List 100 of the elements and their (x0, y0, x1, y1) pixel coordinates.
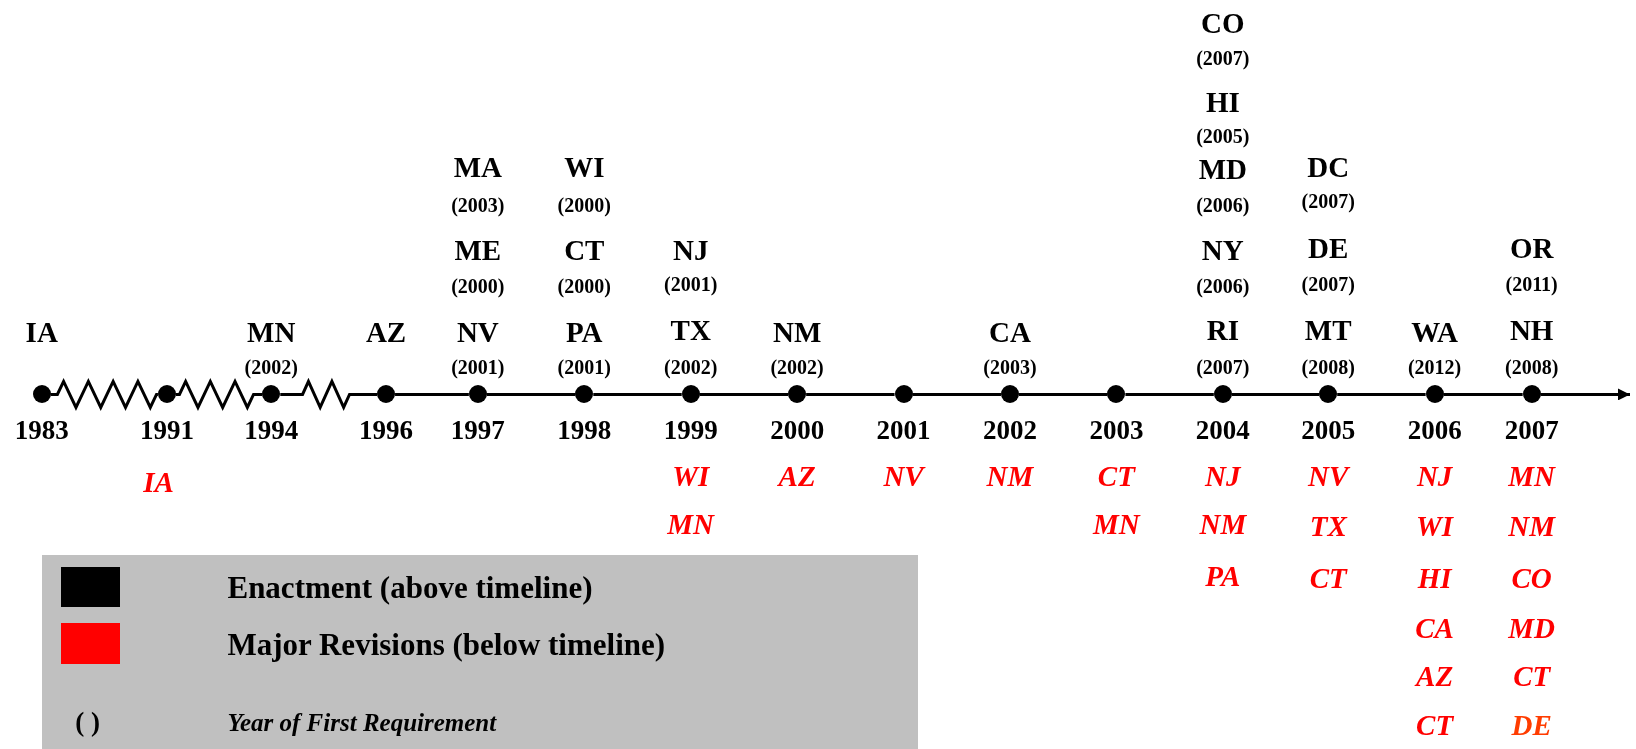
first-requirement-year: (2002) (770, 357, 824, 378)
year-label: 2006 (1407, 416, 1462, 444)
state-label: MT (1304, 315, 1352, 345)
revision-state-label: AZ (1416, 661, 1454, 691)
revision-state-label: NV (1308, 461, 1349, 491)
timeline-line (1019, 392, 1108, 396)
state-label: ME (454, 235, 502, 265)
first-requirement-year: (2001) (557, 357, 611, 378)
revision-state-label: CO (1511, 563, 1552, 593)
revision-state-label: CT (1097, 461, 1135, 491)
zigzag-timeline-line (280, 377, 378, 412)
revision-state-label: NM (986, 461, 1034, 491)
year-label: 2001 (876, 416, 931, 444)
first-requirement-year: (2000) (451, 275, 505, 296)
first-requirement-year: (2002) (664, 357, 718, 378)
year-label: 2002 (982, 416, 1037, 444)
timeline-line (806, 392, 895, 396)
year-label: 2000 (770, 416, 825, 444)
state-label: WA (1411, 317, 1458, 347)
revision-state-label: DE (1511, 710, 1552, 740)
revision-state-label: MN (667, 509, 715, 539)
first-requirement-year: (2007) (1301, 273, 1355, 294)
revision-state-label: CT (1416, 710, 1454, 740)
state-label: MA (453, 152, 502, 182)
state-label: PA (566, 317, 603, 347)
revision-state-label: MD (1508, 613, 1555, 643)
first-requirement-year: (2006) (1196, 194, 1250, 215)
timeline-line (912, 392, 1001, 396)
state-label: MN (247, 317, 296, 347)
year-label: 2004 (1195, 416, 1250, 444)
year-label: 1983 (14, 416, 69, 444)
revision-state-label: MN (1093, 509, 1140, 539)
legend-text: Major Revisions (below timeline) (227, 628, 666, 660)
state-label: NJ (673, 235, 709, 265)
state-label: CO (1201, 8, 1245, 38)
first-requirement-year: (2007) (1301, 191, 1355, 212)
year-label: 1999 (663, 416, 718, 444)
timeline-line (699, 392, 789, 396)
year-label: 1998 (557, 416, 612, 444)
first-requirement-year: (2003) (983, 357, 1037, 378)
first-requirement-year: (2000) (557, 275, 611, 296)
state-label: CT (564, 235, 605, 265)
state-label: NH (1509, 315, 1554, 345)
state-label: CA (989, 317, 1031, 347)
timeline-line (486, 392, 576, 396)
state-label: OR (1509, 233, 1554, 263)
year-label: 1996 (359, 416, 414, 444)
state-label: HI (1205, 87, 1240, 117)
revision-state-label: NM (1199, 509, 1247, 539)
first-requirement-year: (2012) (1407, 357, 1462, 378)
timeline-line (1337, 392, 1426, 396)
year-label: 2003 (1089, 416, 1144, 444)
revision-state-label: AZ (778, 461, 816, 491)
year-label: 1991 (139, 416, 194, 444)
year-label: 2007 (1504, 416, 1559, 444)
year-label: 1994 (244, 416, 299, 444)
timeline-line (1125, 392, 1214, 396)
year-label: 2005 (1301, 416, 1356, 444)
revision-state-label: MN (1508, 461, 1555, 491)
first-requirement-year: (2001) (664, 273, 718, 294)
zigzag-timeline-line (175, 377, 263, 411)
revision-state-label: IA (143, 467, 174, 497)
revision-state-label: TX (1309, 511, 1347, 541)
timeline-line (1231, 392, 1320, 396)
state-label: AZ (365, 317, 407, 347)
year-label: 1997 (450, 416, 505, 444)
revision-state-label: WI (1416, 511, 1454, 541)
timeline-line (395, 392, 469, 396)
zigzag-timeline-line (50, 377, 159, 411)
first-requirement-year: (2008) (1301, 357, 1355, 378)
first-requirement-year: (2003) (451, 194, 505, 215)
revision-state-label: NJ (1416, 461, 1453, 491)
revision-state-label: NV (883, 461, 924, 491)
revision-state-label: HI (1417, 563, 1452, 593)
first-requirement-year: (2007) (1196, 357, 1250, 378)
first-requirement-year: (2007) (1196, 48, 1250, 69)
revision-state-label: WI (672, 461, 710, 491)
state-label: DE (1308, 233, 1349, 263)
revision-state-label: CT (1309, 563, 1347, 593)
timeline-line (593, 392, 682, 396)
legend-text: Year of First Requirement (227, 709, 497, 735)
timeline-arrow (1540, 388, 1630, 401)
state-label: TX (670, 315, 711, 345)
revision-state-label: CT (1513, 661, 1551, 691)
revision-state-label: NJ (1205, 461, 1241, 491)
state-label: NY (1201, 235, 1244, 265)
first-requirement-year: (2001) (451, 357, 505, 378)
revision-state-label: CA (1415, 613, 1454, 643)
first-requirement-year: (2000) (557, 194, 611, 215)
state-label: MD (1198, 154, 1247, 184)
state-label: DC (1307, 152, 1350, 182)
state-label: RI (1206, 315, 1239, 345)
revision-state-label: NM (1508, 511, 1555, 541)
state-label: WI (564, 152, 605, 182)
first-requirement-year: (2005) (1196, 125, 1250, 146)
first-requirement-year: (2002) (244, 357, 298, 378)
state-label: NM (772, 317, 822, 347)
state-label: NV (456, 317, 499, 347)
state-label: IA (25, 317, 58, 347)
legend-symbol: ( ) (75, 708, 100, 736)
